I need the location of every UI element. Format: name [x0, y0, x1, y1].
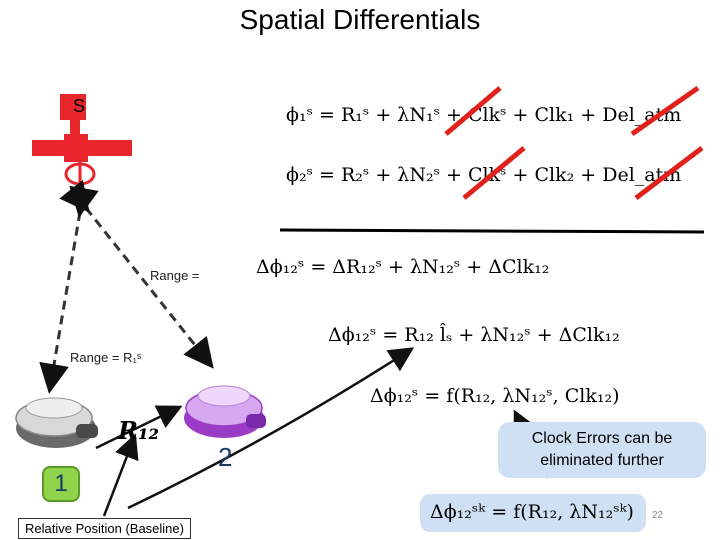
strike-clks-1 [444, 86, 502, 136]
double-difference-box: Δϕ₁₂ˢᵏ = f(R₁₂, λN₁₂ˢᵏ) [420, 494, 646, 532]
clock-errors-callout: Clock Errors can be eliminated further [498, 422, 706, 478]
receiver-1-icon [15, 397, 98, 448]
strike-marks [444, 86, 704, 200]
difference-divider [280, 228, 705, 234]
slide-title: Spatial Differentials [239, 4, 481, 35]
strike-del-2 [634, 146, 704, 200]
baseline-arrow [95, 405, 183, 450]
equation-phase-receiver-1: ϕ₁ˢ = R₁ˢ + λN₁ˢ + Clkˢ + Clk₁ + Del_atm [286, 104, 682, 126]
range-line-receiver-2 [59, 179, 214, 369]
strike-del-1 [630, 86, 700, 137]
strike-clks-2 [462, 146, 526, 200]
baseline-symbol: R₁₂ [118, 416, 159, 445]
relative-position-label: Relative Position (Baseline) [18, 518, 191, 539]
equation-unit-vector: Δϕ₁₂ˢ = R₁₂ l̂ₛ + λN₁₂ˢ + ΔClk₁₂ [328, 324, 620, 346]
receiver-2-badge: 2 [218, 442, 233, 472]
equation-double-difference: Δϕ₁₂ˢᵏ = f(R₁₂, λN₁₂ˢᵏ) [430, 501, 634, 523]
receiver-1-badge: 1 [42, 466, 80, 502]
receiver-2-icon [184, 385, 266, 438]
equation-single-difference: Δϕ₁₂ˢ = ΔR₁₂ˢ + λN₁₂ˢ + ΔClk₁₂ [256, 256, 550, 278]
baseline-label-arrow [102, 433, 139, 517]
equation-phase-receiver-2: ϕ₂ˢ = R₂ˢ + λN₂ˢ + Clkˢ + Clk₂ + Del_atm [286, 164, 682, 186]
equation-function-form: Δϕ₁₂ˢ = f(R₁₂, λN₁₂ˢ, Clk₁₂) [370, 385, 620, 407]
relative-position-arrow [127, 347, 415, 510]
satellite-label: S [72, 96, 85, 116]
slide-number: 22 [652, 510, 664, 521]
range-line-receiver-1 [39, 185, 99, 394]
